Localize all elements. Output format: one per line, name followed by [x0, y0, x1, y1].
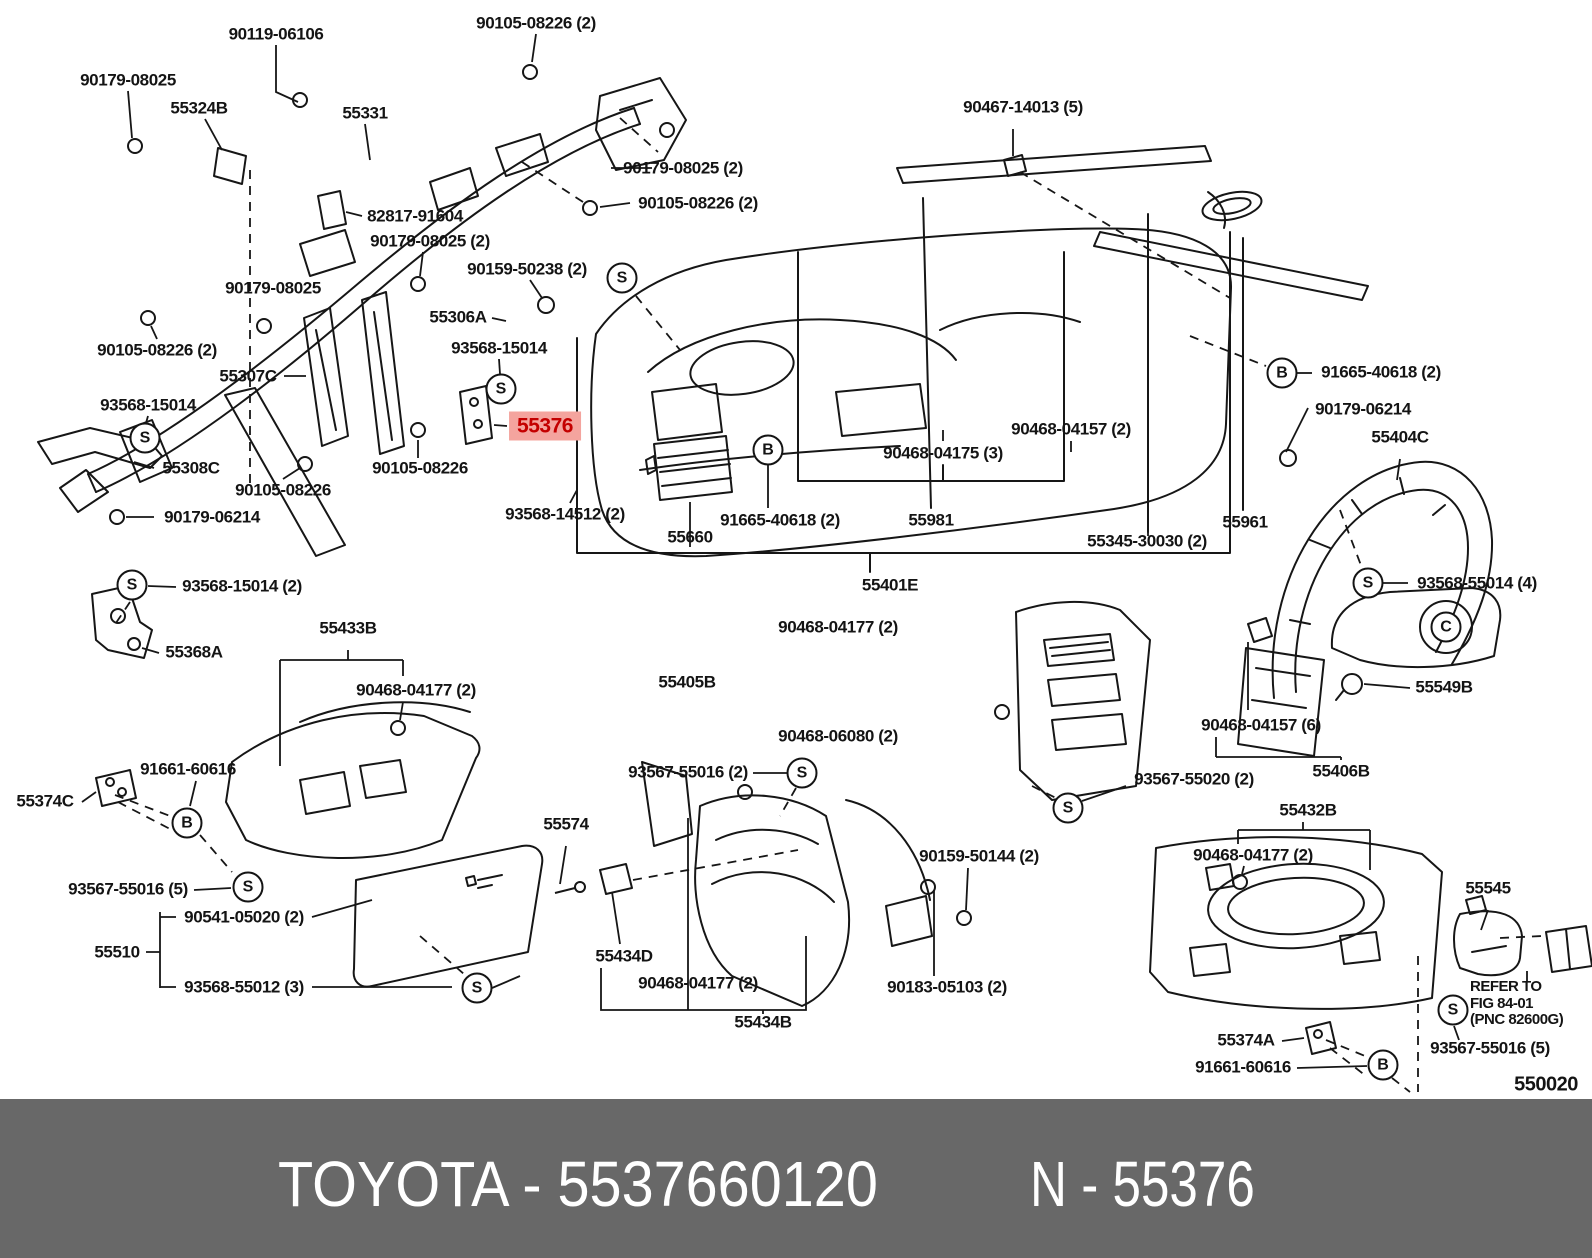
- part-label[interactable]: 90159-50144 (2): [919, 846, 1039, 866]
- part-label[interactable]: 90541-05020 (2): [184, 907, 304, 927]
- refer-note-line: REFER TO: [1470, 978, 1542, 995]
- part-label[interactable]: 90179-08025 (2): [623, 158, 743, 178]
- part-label[interactable]: 55324B: [170, 98, 228, 118]
- s-callout-circle: S: [485, 373, 517, 405]
- footer-part-number-text: TOYOTA - 5537660120: [278, 1148, 878, 1220]
- part-label[interactable]: 90179-08025: [225, 278, 321, 298]
- part-label[interactable]: 55331: [342, 103, 388, 123]
- s-callout-circle: S: [232, 871, 264, 903]
- part-label[interactable]: 55401E: [861, 575, 919, 595]
- s-callout-circle: S: [786, 757, 818, 789]
- part-label[interactable]: 55404C: [1371, 427, 1429, 447]
- b-callout-circle: B: [1367, 1049, 1399, 1081]
- footer-pnc-text: N - 55376: [1030, 1148, 1255, 1220]
- b-callout-circle: B: [752, 434, 784, 466]
- part-label[interactable]: 55660: [667, 527, 713, 547]
- part-label[interactable]: 90468-06080 (2): [778, 726, 898, 746]
- part-label[interactable]: 91665-40618 (2): [720, 510, 840, 530]
- s-callout-circle: S: [116, 569, 148, 601]
- part-label[interactable]: 91661-60616: [1195, 1057, 1291, 1077]
- part-label[interactable]: 55961: [1222, 512, 1268, 532]
- part-label[interactable]: 55307C: [219, 366, 277, 386]
- s-callout-circle: S: [461, 972, 493, 1004]
- part-label[interactable]: 82817-91604: [367, 206, 463, 226]
- part-label[interactable]: 93568-15014: [451, 338, 547, 358]
- part-label[interactable]: 55405B: [658, 672, 716, 692]
- part-label[interactable]: 55308C: [162, 458, 220, 478]
- part-label[interactable]: 90105-08226 (2): [97, 340, 217, 360]
- part-label[interactable]: 55434D: [595, 946, 653, 966]
- s-callout-circle: S: [129, 422, 161, 454]
- part-label[interactable]: 90468-04175 (3): [883, 443, 1003, 463]
- diagram-code: 550020: [1514, 1073, 1578, 1096]
- part-label-highlighted[interactable]: 55376: [509, 411, 581, 441]
- b-callout-circle: B: [1266, 357, 1298, 389]
- part-label[interactable]: 93567-55016 (2): [628, 762, 748, 782]
- refer-note-line: (PNC 82600G): [1470, 1011, 1564, 1028]
- s-callout-circle: S: [1052, 792, 1084, 824]
- part-label[interactable]: 93568-55012 (3): [184, 977, 304, 997]
- part-label[interactable]: 90468-04177 (2): [1193, 845, 1313, 865]
- part-label[interactable]: 55434B: [734, 1012, 792, 1032]
- refer-note-line: FIG 84-01: [1470, 994, 1534, 1012]
- part-label[interactable]: 55374A: [1217, 1030, 1275, 1050]
- c-callout-circle: C: [1430, 611, 1462, 643]
- part-label[interactable]: 90159-50238 (2): [467, 259, 587, 279]
- part-label[interactable]: 90468-04177 (2): [356, 680, 476, 700]
- part-label[interactable]: 90468-04157 (6): [1201, 715, 1321, 735]
- part-label[interactable]: 55406B: [1312, 761, 1370, 781]
- part-label[interactable]: 90105-08226 (2): [638, 193, 758, 213]
- part-label[interactable]: 93567-55016 (5): [68, 879, 188, 899]
- part-label[interactable]: 55345-30030 (2): [1087, 531, 1207, 551]
- part-label[interactable]: 93568-15014: [100, 395, 196, 415]
- part-label[interactable]: 93567-55020 (2): [1134, 769, 1254, 789]
- part-label[interactable]: 90179-08025: [80, 70, 176, 90]
- part-label[interactable]: 90105-08226: [372, 458, 468, 478]
- part-label[interactable]: 55432B: [1279, 800, 1337, 820]
- part-label[interactable]: 90179-06214: [1315, 399, 1411, 419]
- part-label[interactable]: 55374C: [16, 791, 74, 811]
- part-label[interactable]: 90183-05103 (2): [887, 977, 1007, 997]
- s-callout-circle: S: [1437, 994, 1469, 1026]
- part-label[interactable]: 55981: [908, 510, 954, 530]
- part-label[interactable]: 55306A: [429, 307, 487, 327]
- footer-banner: TOYOTA - 5537660120 N - 55376: [0, 1099, 1592, 1258]
- part-label[interactable]: 55433B: [319, 618, 377, 638]
- part-label[interactable]: 90119-06106: [228, 24, 324, 44]
- part-label[interactable]: 93567-55016 (5): [1430, 1038, 1550, 1058]
- part-label[interactable]: 90105-08226: [235, 480, 331, 500]
- part-label[interactable]: 55549B: [1415, 677, 1473, 697]
- part-label[interactable]: 90468-04157 (2): [1011, 419, 1131, 439]
- part-label[interactable]: 90468-04177 (2): [638, 973, 758, 993]
- part-label[interactable]: 55574: [543, 814, 589, 834]
- part-label[interactable]: 93568-14512 (2): [505, 504, 625, 524]
- part-label[interactable]: 90467-14013 (5): [963, 97, 1083, 117]
- part-label[interactable]: 55545: [1465, 878, 1511, 898]
- part-label[interactable]: 91665-40618 (2): [1321, 362, 1441, 382]
- part-label[interactable]: 90179-06214: [164, 507, 260, 527]
- part-label[interactable]: 93568-15014 (2): [182, 576, 302, 596]
- part-label[interactable]: 93568-55014 (4): [1417, 573, 1537, 593]
- s-callout-circle: S: [606, 262, 638, 294]
- s-callout-circle: S: [1352, 567, 1384, 599]
- b-callout-circle: B: [171, 807, 203, 839]
- part-label[interactable]: 90179-08025 (2): [370, 231, 490, 251]
- part-label[interactable]: 91661-60616: [140, 759, 236, 779]
- part-label[interactable]: 90105-08226 (2): [476, 13, 596, 33]
- part-label[interactable]: 90468-04177 (2): [778, 617, 898, 637]
- part-label[interactable]: 55510: [94, 942, 140, 962]
- part-label[interactable]: 55368A: [165, 642, 223, 662]
